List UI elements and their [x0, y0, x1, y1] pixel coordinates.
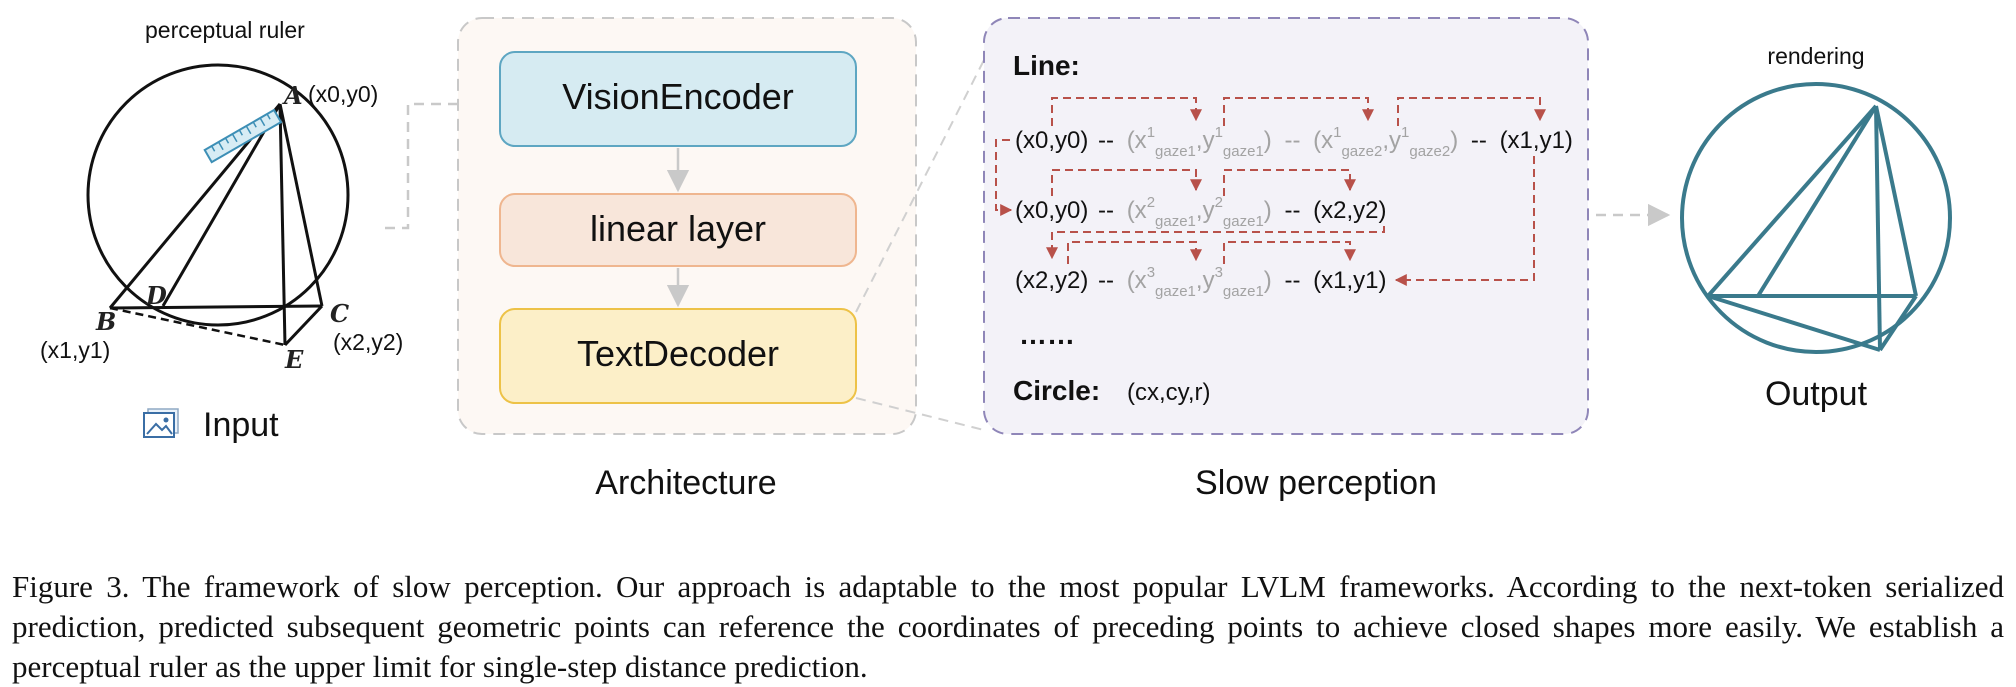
- rendering-label: rendering: [1767, 43, 1864, 69]
- circle-value: (cx,cy,r): [1127, 379, 1211, 406]
- input-circle: [86, 63, 350, 327]
- zoom-line-top: [855, 59, 985, 313]
- point-label-b: B: [95, 307, 116, 336]
- architecture-label: Architecture: [595, 464, 776, 502]
- linear-layer-label: linear layer: [590, 208, 766, 249]
- vision-encoder-label: VisionEncoder: [562, 76, 794, 117]
- sequence-row-3: (x2,y2) -- (x3gaze1,y3gaze1) -- (x1,y1): [1015, 264, 1386, 300]
- ruler-label: perceptual ruler: [145, 17, 305, 43]
- point-label-e: E: [284, 345, 304, 374]
- coord-label-b: (x1,y1): [40, 337, 110, 363]
- coord-label-c: (x2,y2): [333, 329, 403, 355]
- sequence-ellipsis: ……: [1019, 319, 1075, 350]
- input-geometry-figure: [86, 63, 350, 347]
- circle-title: Circle:: [1013, 375, 1100, 406]
- coord-label-a: (x0,y0): [308, 81, 378, 107]
- output-circle: [1680, 82, 1952, 354]
- output-label: Output: [1765, 375, 1868, 413]
- vision-encoder-block: VisionEncoder: [499, 51, 857, 147]
- perceptual-ruler: [203, 108, 283, 164]
- framework-diagram: perceptual ruler A B C D E (x0,y0) (x1,y…: [40, 17, 1952, 502]
- figure-caption: Figure 3. The framework of slow percepti…: [12, 569, 2004, 684]
- linear-layer-block: linear layer: [499, 193, 857, 267]
- slow-perception-panel: [983, 17, 1589, 435]
- input-label: Input: [203, 406, 279, 444]
- arrow-input-to-architecture: [385, 92, 485, 230]
- point-label-a: A: [282, 81, 303, 110]
- image-icon: [143, 408, 179, 438]
- text-decoder-block: TextDecoder: [499, 308, 857, 404]
- line-title: Line:: [1013, 50, 1080, 81]
- output-rendered-figure: [1680, 82, 1952, 354]
- sequence-row-2: (x0,y0) -- (x2gaze1,y2gaze1) -- (x2,y2): [1015, 194, 1386, 230]
- zoom-line-bottom: [855, 397, 985, 431]
- point-label-d: D: [145, 281, 167, 310]
- sequence-row-1: (x0,y0) -- (x1gaze1,y1gaze1) -- (x1gaze2…: [1015, 124, 1573, 160]
- point-label-c: C: [330, 299, 349, 328]
- reference-arrows: [995, 97, 1546, 286]
- slow-perception-label: Slow perception: [1195, 464, 1437, 502]
- text-decoder-label: TextDecoder: [577, 333, 779, 374]
